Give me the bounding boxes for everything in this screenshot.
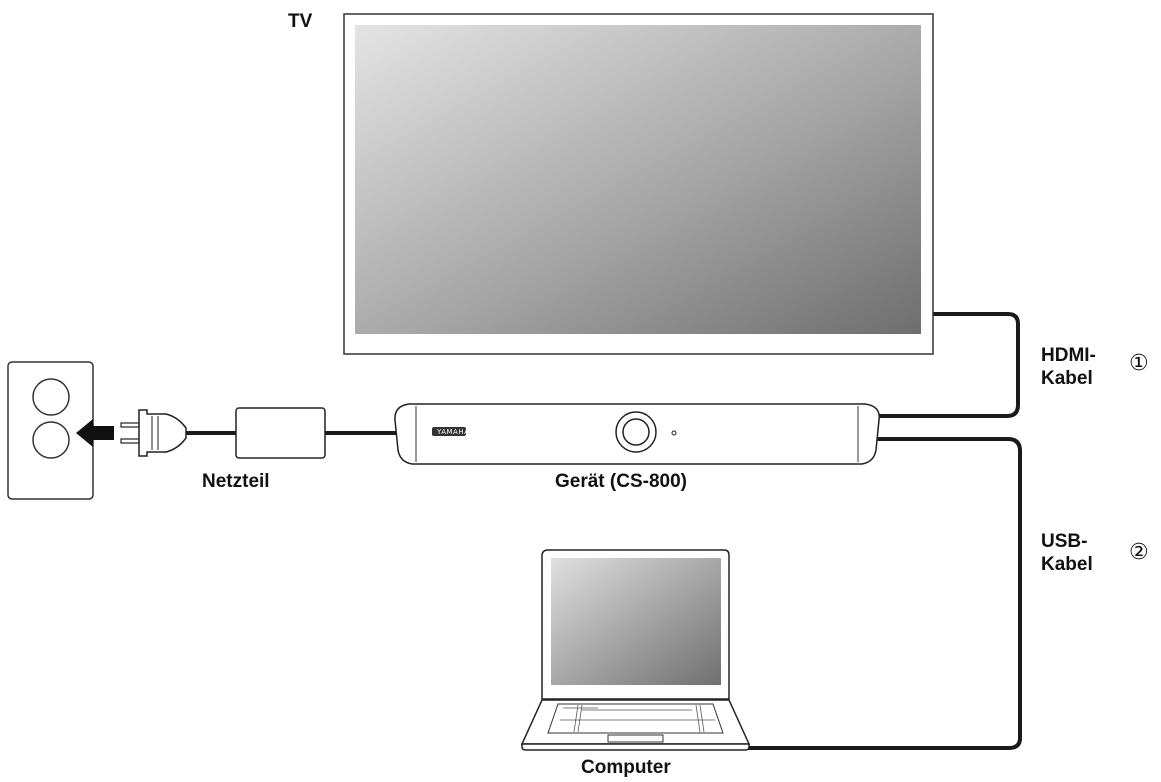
laptop-screen (551, 558, 721, 685)
outlet-socket-top (32, 378, 70, 416)
step-1-marker: ① (1129, 351, 1149, 376)
camera-lens-inner (622, 418, 650, 446)
hdmi-cable-label-line1: HDMI- (1041, 345, 1096, 366)
power-plug (120, 409, 187, 457)
hdmi-cable (875, 312, 1020, 418)
usb-cable (735, 437, 1022, 750)
device-label: Gerät (CS-800) (555, 471, 687, 492)
tv-screen (355, 25, 921, 334)
power-adapter-label: Netzteil (202, 471, 270, 492)
wall-outlet (7, 361, 94, 500)
usb-cable-label-line1: USB- (1041, 531, 1088, 552)
status-led (671, 430, 677, 436)
device-cs800 (394, 403, 880, 465)
brand-logo-text: YAMAHA (437, 428, 470, 436)
plug-in-arrow-icon (76, 419, 114, 447)
tv (343, 13, 934, 355)
computer-label: Computer (581, 757, 671, 778)
step-2-marker: ② (1129, 540, 1149, 565)
laptop (520, 549, 751, 751)
laptop-touchpad (607, 734, 664, 743)
tv-label: TV (288, 11, 313, 32)
power-adapter (235, 407, 326, 459)
brand-logo (432, 427, 466, 436)
laptop-keyboard (547, 703, 724, 734)
hdmi-cable-label-line2: Kabel (1041, 368, 1093, 389)
outlet-socket-bottom (32, 421, 70, 459)
usb-cable-label-line2: Kabel (1041, 554, 1093, 575)
